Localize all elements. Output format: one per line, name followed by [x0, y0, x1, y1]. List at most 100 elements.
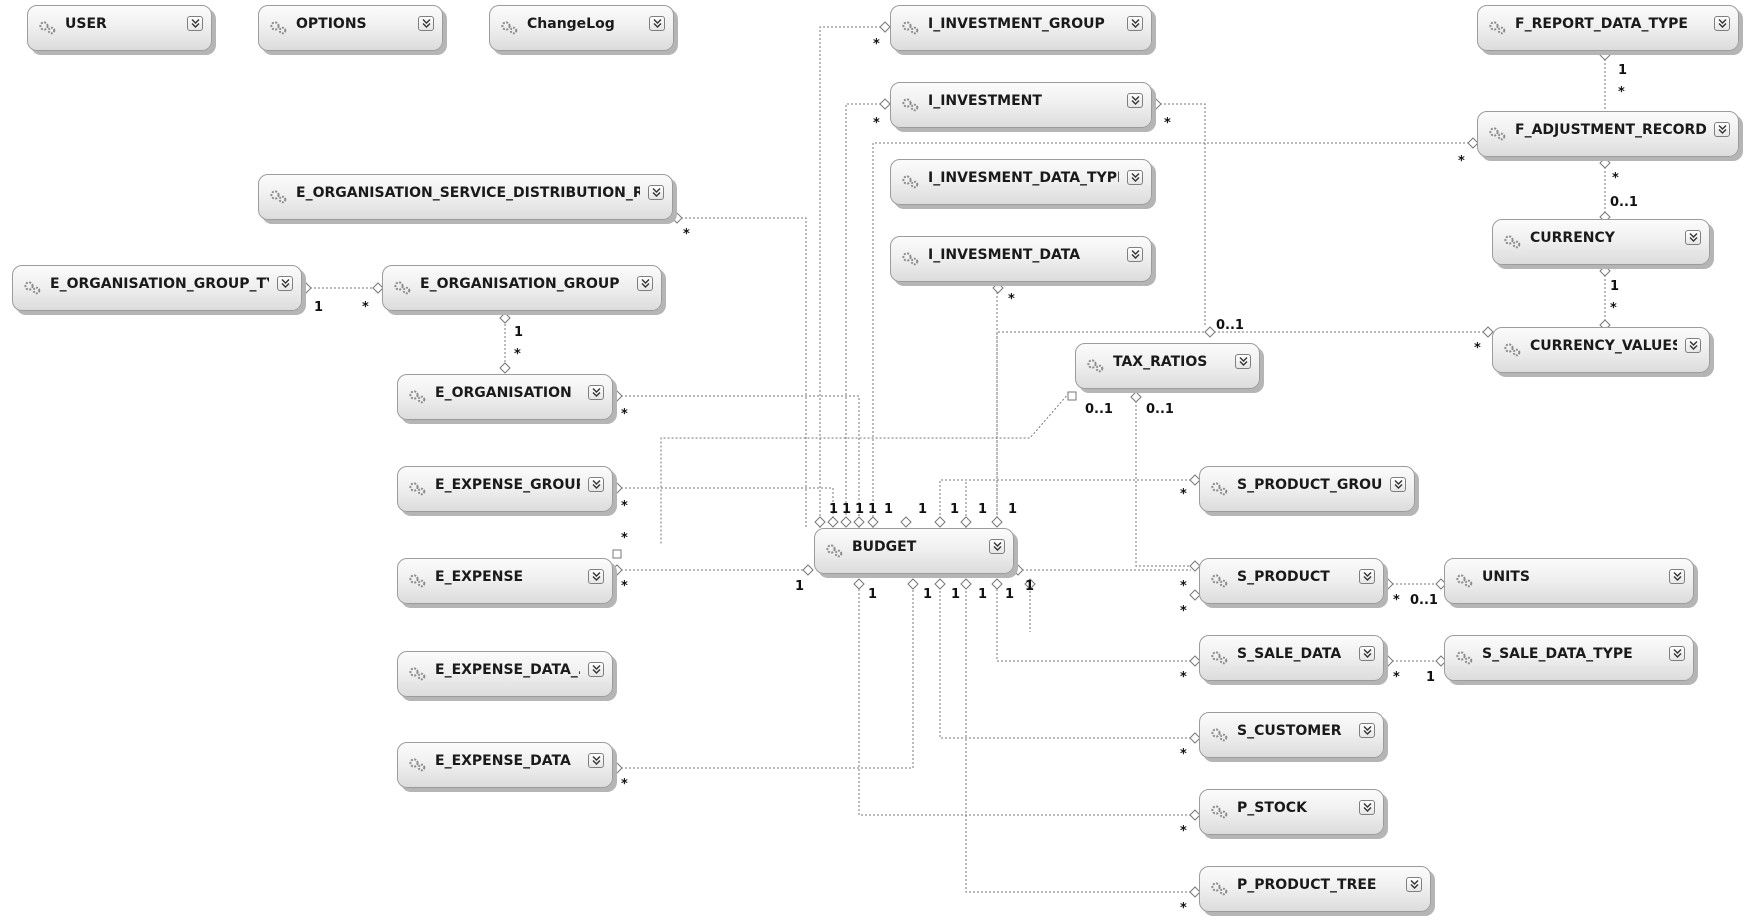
expand-chevron-icon[interactable]	[1669, 646, 1685, 661]
entity-tax-ratios[interactable]: TAX_RATIOS	[1075, 343, 1260, 389]
entity-e-organisation[interactable]: E_ORGANISATION	[397, 374, 613, 420]
entity-gears-icon	[1210, 572, 1230, 590]
expand-chevron-icon[interactable]	[1359, 800, 1375, 815]
entity-e-expense-data-type[interactable]: E_EXPENSE_DATA_...	[397, 651, 613, 697]
entity-user[interactable]: USER	[27, 5, 212, 51]
multiplicity-label: *	[362, 300, 369, 315]
expand-chevron-icon[interactable]	[588, 569, 604, 584]
association-lines	[310, 26, 1606, 893]
entity-units[interactable]: UNITS	[1444, 558, 1694, 604]
entity-e-expense-data[interactable]: E_EXPENSE_DATA	[397, 742, 613, 788]
entity-gears-icon	[408, 756, 428, 774]
expand-chevron-icon[interactable]	[588, 385, 604, 400]
entity-options[interactable]: OPTIONS	[258, 5, 443, 51]
expand-chevron-icon[interactable]	[1127, 93, 1143, 108]
expand-chevron-icon[interactable]	[1127, 16, 1143, 31]
entity-name: P_PRODUCT_TREE	[1237, 877, 1377, 893]
entity-name: E_EXPENSE_GROUP	[435, 477, 580, 493]
entity-f-adjustment-records[interactable]: F_ADJUSTMENT_RECORDS	[1477, 111, 1739, 157]
entity-e-org-service-distribution-ratio[interactable]: E_ORGANISATION_SERVICE_DISTRIBUTION_RATI…	[258, 174, 673, 220]
association-line	[996, 583, 1191, 662]
expand-chevron-icon[interactable]	[588, 662, 604, 677]
multiplicity-label: 1	[950, 502, 959, 517]
entity-gears-icon	[500, 19, 520, 37]
association-end-diamond	[300, 282, 312, 294]
expand-chevron-icon[interactable]	[277, 276, 293, 291]
entity-i-investment[interactable]: I_INVESTMENT	[890, 82, 1152, 128]
entity-s-product-group[interactable]: S_PRODUCT_GROUP	[1199, 466, 1415, 512]
expand-chevron-icon[interactable]	[1406, 877, 1422, 892]
expand-chevron-icon[interactable]	[1235, 354, 1251, 369]
expand-chevron-icon[interactable]	[1390, 477, 1406, 492]
expand-chevron-icon[interactable]	[187, 16, 203, 31]
association-end-diamond	[814, 516, 826, 528]
entity-changelog[interactable]: ChangeLog	[489, 5, 674, 51]
entity-budget[interactable]: BUDGET	[814, 528, 1014, 574]
entity-s-customer[interactable]: S_CUSTOMER	[1199, 712, 1384, 758]
expand-chevron-icon[interactable]	[1127, 170, 1143, 185]
entity-gears-icon	[1086, 357, 1106, 375]
entity-name: E_EXPENSE_DATA_...	[435, 662, 580, 678]
entity-i-investment-group[interactable]: I_INVESTMENT_GROUP	[890, 5, 1152, 51]
expand-chevron-icon[interactable]	[588, 477, 604, 492]
expand-chevron-icon[interactable]	[648, 185, 664, 200]
expand-chevron-icon[interactable]	[1359, 723, 1375, 738]
association-end-diamond	[853, 516, 865, 528]
association-end-diamond	[802, 564, 814, 576]
expand-chevron-icon[interactable]	[1669, 569, 1685, 584]
expand-chevron-icon[interactable]	[1359, 569, 1375, 584]
entity-e-expense[interactable]: E_EXPENSE	[397, 558, 613, 604]
entity-gears-icon	[269, 19, 289, 37]
multiplicity-label: *	[1180, 579, 1187, 594]
multiplicity-label: 1	[829, 502, 838, 517]
entity-gears-icon	[901, 250, 921, 268]
expand-chevron-icon[interactable]	[637, 276, 653, 291]
association-end-diamond	[1204, 326, 1216, 338]
expand-chevron-icon[interactable]	[588, 753, 604, 768]
expand-chevron-icon[interactable]	[1685, 338, 1701, 353]
entity-gears-icon	[1503, 233, 1523, 251]
entity-e-expense-group[interactable]: E_EXPENSE_GROUP	[397, 466, 613, 512]
entity-i-invesment-data[interactable]: I_INVESMENT_DATA	[890, 236, 1152, 282]
association-end-diamond	[867, 516, 879, 528]
association-line	[1160, 103, 1206, 327]
association-end-diamond	[991, 578, 1003, 590]
entity-e-org-group[interactable]: E_ORGANISATION_GROUP	[382, 265, 662, 311]
entity-p-stock[interactable]: P_STOCK	[1199, 789, 1384, 835]
entity-gears-icon	[1455, 649, 1475, 667]
entity-p-product-tree[interactable]: P_PRODUCT_TREE	[1199, 866, 1431, 912]
association-end-diamond	[1382, 655, 1394, 667]
expand-chevron-icon[interactable]	[1359, 646, 1375, 661]
multiplicity-label: 1	[514, 325, 523, 340]
expand-chevron-icon[interactable]	[1127, 247, 1143, 262]
entity-gears-icon	[408, 480, 428, 498]
expand-chevron-icon[interactable]	[418, 16, 434, 31]
association-end-diamond	[1189, 886, 1201, 898]
entity-e-org-group-type[interactable]: E_ORGANISATION_GROUP_TYPE	[12, 265, 302, 311]
entity-name: OPTIONS	[296, 16, 367, 32]
entity-s-sale-data-type[interactable]: S_SALE_DATA_TYPE	[1444, 635, 1694, 681]
expand-chevron-icon[interactable]	[649, 16, 665, 31]
entity-i-invesment-data-type[interactable]: I_INVESMENT_DATA_TYPE	[890, 159, 1152, 205]
entity-currency[interactable]: CURRENCY	[1492, 219, 1710, 265]
entity-s-product[interactable]: S_PRODUCT	[1199, 558, 1384, 604]
multiplicity-label: 0..1	[1410, 593, 1438, 608]
expand-chevron-icon[interactable]	[1714, 122, 1730, 137]
expand-chevron-icon[interactable]	[989, 539, 1005, 554]
multiplicity-label: *	[621, 407, 628, 422]
entity-currency-values[interactable]: CURRENCY_VALUES	[1492, 327, 1710, 373]
association-end-diamond	[879, 21, 891, 33]
entity-name: F_ADJUSTMENT_RECORDS	[1515, 122, 1706, 138]
association-end-diamond	[1482, 326, 1494, 338]
multiplicity-label: 1	[951, 587, 960, 602]
multiplicity-label: *	[1612, 171, 1619, 186]
association-end-diamond	[1189, 474, 1201, 486]
multiplicity-label: *	[1180, 824, 1187, 839]
expand-chevron-icon[interactable]	[1714, 16, 1730, 31]
expand-chevron-icon[interactable]	[1685, 230, 1701, 245]
entity-s-sale-data[interactable]: S_SALE_DATA	[1199, 635, 1384, 681]
entity-f-report-data-type[interactable]: F_REPORT_DATA_TYPE	[1477, 5, 1739, 51]
entity-name: BUDGET	[852, 539, 917, 555]
multiplicity-label: 1	[1610, 279, 1619, 294]
entity-name: ChangeLog	[527, 16, 615, 32]
